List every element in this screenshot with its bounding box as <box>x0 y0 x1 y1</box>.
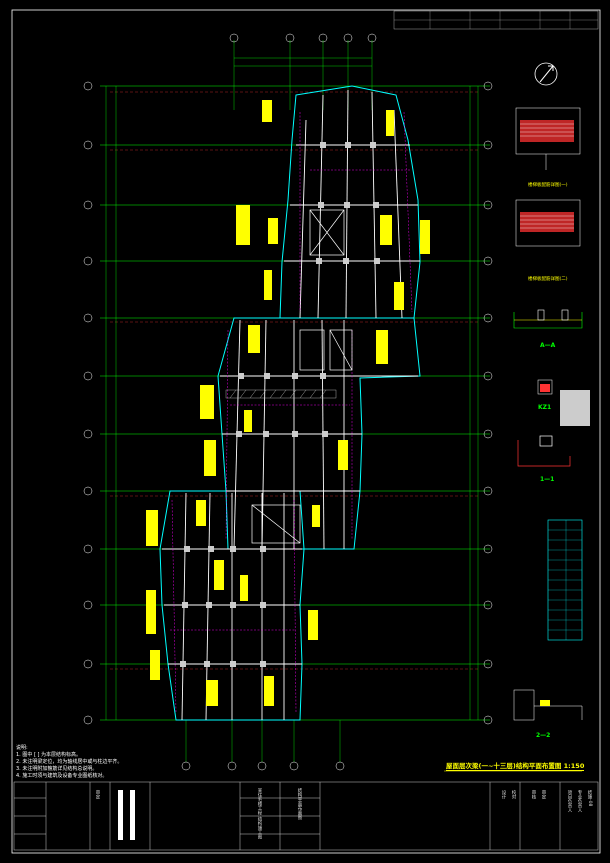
title-block-project: 某住宅楼工程 结构施工图 <box>257 788 262 839</box>
title-block-bars <box>118 790 135 840</box>
note-line-1: 1. 图中 [ ] 为本层结构标高。 <box>16 752 82 758</box>
note-line-4: 4. 施工时须与建筑及设备专业图纸核对。 <box>16 773 108 779</box>
right-dimension-chain <box>469 86 479 720</box>
beam-annotation-marks <box>146 100 430 706</box>
detail-stair-1 <box>515 107 581 170</box>
detail-stair-2 <box>515 199 581 247</box>
top-dimension <box>234 57 372 67</box>
title-block-field-project-lead: 项目负责人 <box>567 790 572 813</box>
note-line-2: 2. 未注明梁定位，均为轴线居中或与柱边平齐。 <box>16 759 123 765</box>
title-block-stamp: 审定 <box>95 790 100 799</box>
detail-caption-2: 楼梯板配筋详图(二) <box>528 277 568 282</box>
slab-rebar-lines <box>170 111 413 713</box>
general-notes: 说明: 1. 图中 [ ] 为本层结构标高。 2. 未注明梁定位，均为轴线居中或… <box>16 745 122 780</box>
title-block-field-approve: 审定 <box>541 790 546 799</box>
detail-kz1 <box>537 379 590 426</box>
left-axis-bubbles <box>83 81 93 725</box>
title-block-field-design: 设计 <box>501 790 506 799</box>
top-stamp-grid <box>394 11 598 29</box>
hatch-band <box>225 389 337 399</box>
notes-heading: 说明: <box>16 745 28 751</box>
sheet-border <box>11 9 601 854</box>
building-outline-upper <box>279 85 421 319</box>
section-label-aa: A—A <box>540 342 556 349</box>
title-block-field-discipline-lead: 专业负责人 <box>577 790 582 813</box>
detail-section-1 <box>517 435 571 467</box>
title-block-field-check: 校对 <box>511 790 516 799</box>
drawing-scale: 1:150 <box>563 762 585 770</box>
right-axis-bubbles <box>483 81 493 725</box>
title-block-sheet-no: 结施-08 <box>587 790 592 807</box>
drawing-title: 屋面层次梁(一~十三层)结构平面布置图 1:150 <box>446 760 585 771</box>
left-dimension-chain <box>105 86 117 720</box>
detail-section-a <box>513 309 583 329</box>
building-outline-lower <box>159 490 305 721</box>
bottom-axis-bubbles <box>181 761 345 771</box>
horizontal-axis-lines <box>100 85 490 721</box>
title-block <box>13 781 599 851</box>
dimension-dashed-lines <box>110 91 480 670</box>
title-block-field-review: 审核 <box>531 790 536 799</box>
detail-section-2 <box>513 689 583 721</box>
top-axis-bubbles <box>229 33 377 43</box>
columns <box>180 142 380 667</box>
title-block-drawing-name: 结构平面布置图 <box>297 788 302 820</box>
section-label-22: 2—2 <box>536 732 551 739</box>
section-label-11: 1—1 <box>540 476 555 483</box>
detail-caption-1: 楼梯板配筋详图(一) <box>528 183 568 188</box>
note-line-3: 3. 未注明附加箍筋详见结构总说明。 <box>16 766 98 772</box>
stair-elevator-cores <box>251 209 353 544</box>
building-outline-middle <box>217 317 421 550</box>
rebar-schedule-table <box>547 519 583 641</box>
north-arrow-icon <box>534 62 558 86</box>
section-label-kz1: KZ1 <box>538 404 552 411</box>
drawing-title-text: 屋面层次梁(一~十三层)结构平面布置图 <box>446 762 562 770</box>
